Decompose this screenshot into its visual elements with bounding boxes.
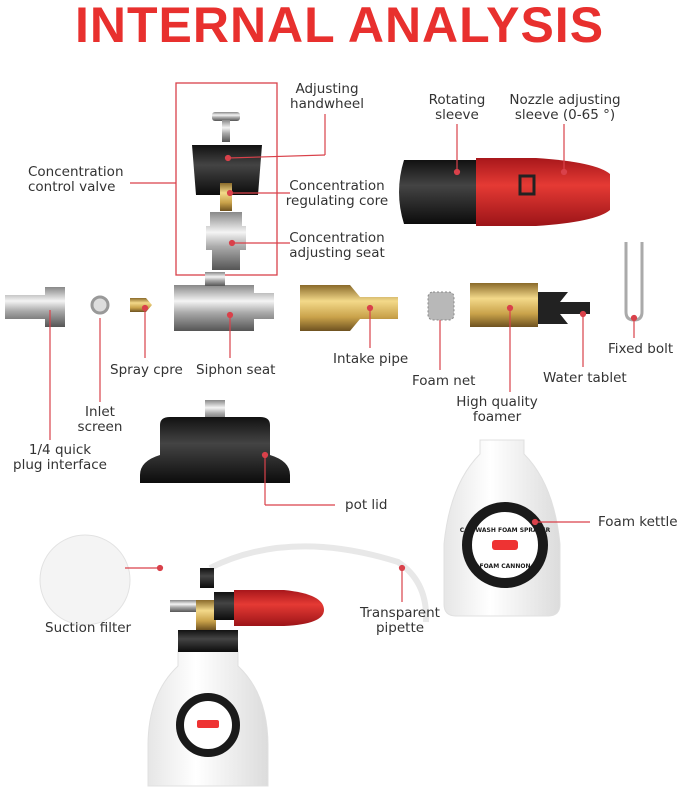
label-line: pipette bbox=[375, 620, 425, 636]
foamer bbox=[470, 283, 538, 327]
screw bbox=[212, 112, 240, 121]
label-line: Rotating bbox=[428, 92, 486, 108]
label-suction-filter: Suction filter bbox=[45, 620, 132, 636]
suction-filter bbox=[39, 534, 131, 626]
label-foam-kettle: Foam kettle bbox=[598, 514, 678, 530]
label-line: Concentration bbox=[28, 164, 124, 180]
label-fixed-bolt: Fixed bolt bbox=[608, 341, 674, 357]
transparent-pipette bbox=[208, 543, 430, 623]
label-line: Nozzle adjusting bbox=[509, 92, 621, 108]
label-line: Adjusting bbox=[295, 81, 359, 97]
siphon-seat bbox=[174, 285, 274, 331]
valve-group-frame bbox=[175, 82, 278, 276]
label-line: foamer bbox=[472, 409, 522, 425]
label-line: Transparent bbox=[360, 605, 440, 621]
logo-top-text: CAR WASH FOAM SPRAYER bbox=[460, 527, 551, 534]
label-line: adjusting seat bbox=[289, 245, 385, 261]
pot-lid bbox=[140, 417, 290, 483]
page-title: INTERNAL ANALYSIS bbox=[74, 0, 605, 53]
label-water-tablet: Water tablet bbox=[543, 370, 627, 386]
label-intake-pipe: Intake pipe bbox=[333, 351, 409, 367]
spray-core bbox=[130, 298, 152, 312]
logo-bottom-text: FOAM CANNON bbox=[480, 563, 531, 570]
label-spray-core: Spray cpre bbox=[110, 362, 183, 378]
label-line: handwheel bbox=[290, 96, 364, 112]
water-tablet bbox=[538, 292, 590, 324]
label-line: screen bbox=[77, 419, 123, 435]
regulating-core bbox=[220, 183, 232, 211]
fixed-bolt bbox=[624, 242, 644, 322]
label-line: Concentration bbox=[289, 230, 385, 246]
label-line: High quality bbox=[456, 394, 538, 410]
leader-lines bbox=[49, 114, 638, 602]
label-foam-net: Foam net bbox=[412, 373, 476, 389]
label-line: control valve bbox=[28, 179, 116, 195]
rotating-sleeve bbox=[399, 160, 476, 224]
foam-net bbox=[427, 291, 455, 321]
label-pot-lid: pot lid bbox=[345, 497, 388, 513]
label-line: sleeve (0-65 °) bbox=[514, 107, 616, 123]
label-line: sleeve bbox=[435, 107, 479, 123]
label-siphon-seat: Siphon seat bbox=[196, 362, 276, 378]
label-line: 1/4 quick bbox=[28, 442, 92, 458]
inlet-screen bbox=[90, 295, 110, 315]
label-line: Inlet bbox=[85, 404, 115, 420]
adjusting-seat bbox=[206, 212, 246, 270]
quick-plug bbox=[5, 287, 65, 327]
label-line: regulating core bbox=[285, 193, 389, 209]
label-line: plug interface bbox=[13, 457, 107, 473]
label-line: Concentration bbox=[289, 178, 385, 194]
intake-pipe bbox=[300, 285, 398, 331]
nozzle-adjusting-sleeve bbox=[476, 158, 610, 226]
